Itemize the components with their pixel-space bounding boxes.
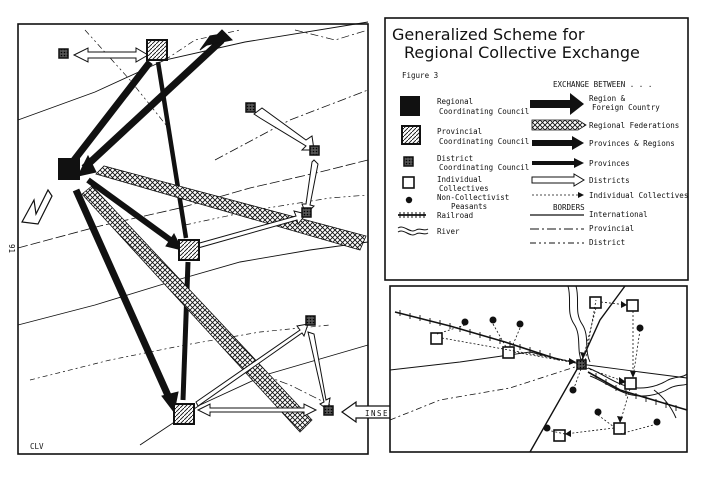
provincial-council-node-south	[173, 403, 195, 425]
legend-exchange-provinces-regions-label: Provinces & Regions	[589, 139, 675, 148]
inset-map	[389, 285, 688, 453]
inset-link-arrowheads	[565, 301, 636, 437]
inset-collective-3	[589, 296, 602, 309]
double-arrow-westward	[21, 188, 53, 225]
legend-railroad-swatch	[398, 212, 426, 218]
legend-exchange-districts-swatch	[531, 173, 585, 187]
legend-peasant-swatch	[405, 196, 413, 204]
district-node-1	[58, 48, 69, 59]
legend-collective-swatch	[402, 176, 415, 189]
arrowhead-foreign-2	[199, 33, 223, 51]
provincial-council-node-north	[146, 39, 168, 61]
district-arrow-center-e	[195, 210, 307, 249]
inset-river	[567, 285, 688, 419]
district-node-2	[245, 102, 256, 113]
inset-collective-7	[553, 429, 566, 442]
legend-exchange-federations-swatch	[531, 119, 587, 131]
inset-peasants	[461, 316, 661, 432]
legend-exchange-region-foreign-swatch	[530, 93, 584, 115]
title-line-2: Regional Collective Exchange	[404, 43, 640, 62]
arrow-provincial-north-to-center	[155, 61, 189, 239]
inset-collective-2	[502, 346, 515, 359]
legend-exchange-region-foreign-label: Region &Foreign Country	[589, 94, 660, 112]
inset-collective-6	[613, 422, 626, 435]
legend-exchange-provinces-swatch	[532, 158, 584, 168]
inset-collective-4	[626, 299, 639, 312]
legend-exchange-provinces-label: Provinces	[589, 159, 630, 168]
inset-label: INSET	[365, 409, 395, 418]
inset-district-border	[389, 365, 579, 421]
inset-collective-5	[624, 377, 637, 390]
district-arrow-south-e	[307, 331, 331, 411]
inset-collectives	[430, 296, 639, 442]
inset-exchange-links	[436, 299, 658, 435]
exchange-arrows-black	[65, 29, 234, 414]
legend-river-label: River	[437, 227, 460, 236]
main-map: CLV	[17, 21, 369, 455]
legend-border-provincial-label: Provincial	[589, 224, 634, 233]
inset-international-border	[529, 285, 626, 453]
arrow-regional-to-provincial-south	[72, 188, 174, 402]
arrow-regional-to-provincial-north	[65, 59, 153, 171]
regional-council-node	[58, 158, 80, 180]
federation-band-southeast	[81, 185, 313, 433]
legend-railroad-label: Railroad	[437, 211, 473, 220]
borders-heading: BORDERS	[553, 203, 585, 212]
district-arrow-south-ne	[195, 323, 309, 407]
district-arrow-south	[196, 403, 318, 417]
district-node-3	[309, 145, 320, 156]
legend-border-district-label: District	[589, 238, 625, 247]
legend-exchange-provinces-regions-swatch	[532, 136, 584, 150]
arrow-regional-to-provincial-center	[86, 177, 178, 247]
inset-railroad	[394, 310, 688, 411]
arrow-provincial-center-to-south	[180, 261, 191, 401]
legend-exchange-collectives-label: Individual Collectives	[589, 191, 688, 200]
legend-river-swatch	[397, 226, 429, 236]
district-node-5	[305, 315, 316, 326]
figure-number: Figure 3	[402, 71, 438, 80]
legend-panel: Generalized Scheme for Regional Collecti…	[384, 17, 689, 281]
legend-exchange-districts-label: Districts	[589, 176, 630, 185]
legend-frame	[384, 17, 689, 281]
legend-district-swatch	[403, 156, 414, 167]
district-node-4	[301, 207, 312, 218]
legend-exchange-federations-label: Regional Federations	[589, 121, 679, 130]
arrow-regional-to-foreign	[81, 37, 225, 171]
exchange-heading: EXCHANGE BETWEEN . . .	[553, 80, 652, 89]
inset-collective-1	[430, 332, 443, 345]
council-nodes	[58, 39, 334, 425]
title-line-1: Generalized Scheme for	[392, 25, 585, 44]
page-number: 91	[7, 244, 16, 253]
district-node-6	[323, 405, 334, 416]
legend-provincial-swatch	[401, 125, 421, 145]
legend-border-international-label: International	[589, 210, 648, 219]
inset-frame	[389, 285, 688, 453]
legend-regional-swatch	[400, 96, 420, 116]
legend-exchange-collectives-swatch	[532, 192, 584, 198]
credit-initials: CLV	[30, 442, 44, 451]
arrowhead-regional-1	[77, 154, 97, 177]
provincial-council-node-center	[178, 239, 200, 261]
inset-district-node	[576, 359, 587, 370]
